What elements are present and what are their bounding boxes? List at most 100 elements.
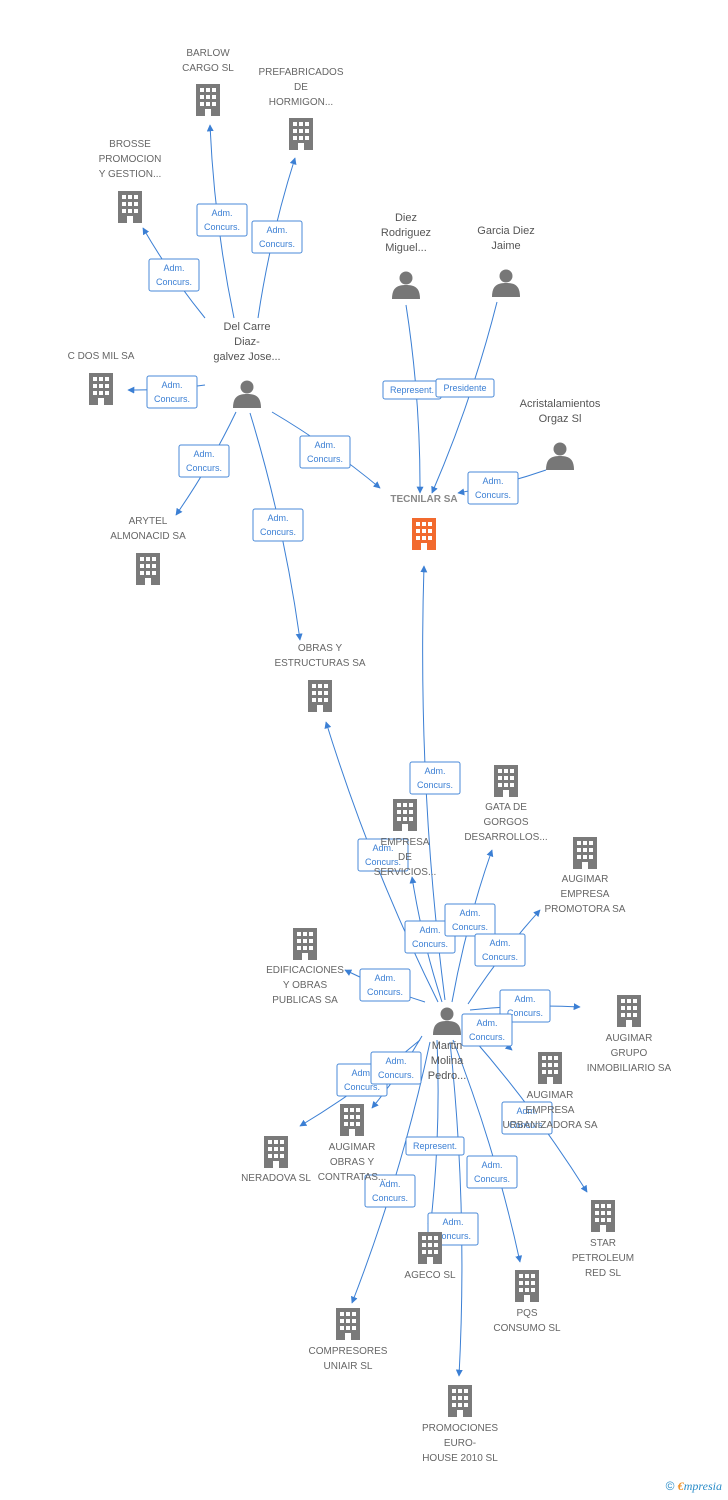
person-node-martin[interactable]: MartinMolinaPedro... [428,1007,467,1083]
edge-label-diez-to-tecnilar[interactable]: Represent. [382,380,442,400]
edge-label-delcarre-to-obras[interactable]: Adm.Concurs. [252,508,304,542]
edge-label-box [461,1013,513,1047]
company-label: DE [398,852,412,863]
building-icon [418,1232,442,1264]
edge-label-martin-to-edificaciones[interactable]: Adm.Concurs. [359,968,411,1002]
edge-label-martin-to-empresa_serv[interactable]: Adm.Concurs. [404,920,456,954]
edges-layer [127,124,588,1377]
edge-label-box [404,920,456,954]
company-label: PROMOCIONES [422,1423,498,1434]
edge-label-text: Concurs. [186,463,222,473]
building-icon [293,928,317,960]
edge-label-box [370,1051,422,1085]
company-label: RED SL [585,1268,622,1279]
company-label: CARGO SL [182,63,234,74]
company-node-gata[interactable]: GATA DEGORGOSDESARROLLOS... [464,765,548,843]
edge-label-text: Adm. [163,263,184,273]
company-label: EMPRESA [381,837,430,848]
edge-label-text: Concurs. [435,1231,471,1241]
company-node-cdosmil[interactable]: C DOS MIL SA [68,351,135,405]
edge-label-text: Concurs. [482,952,518,962]
company-node-arytel[interactable]: ARYTEL ALMONACID SA [110,516,186,585]
edge-label-text: Concurs. [474,1174,510,1184]
person-icon [392,271,420,299]
company-label: BROSSE [109,139,151,150]
company-label: PETROLEUM [572,1253,634,1264]
edge-label-text: Concurs. [204,222,240,232]
person-label: Miguel... [385,242,427,254]
edge-label-text: Adm. [314,440,335,450]
company-label: ESTRUCTURAS SA [274,658,365,669]
company-node-ageco[interactable]: AGECO SL [404,1232,456,1281]
edge-label-garcia-to-tecnilar[interactable]: Presidente [435,378,495,398]
edge-label-text: Presidente [443,383,486,393]
edge-label-box [148,258,200,292]
edge-label-delcarre-to-tecnilar[interactable]: Adm.Concurs. [299,435,351,469]
edge-label-martin-to-augimar_emp[interactable]: Adm.Concurs. [474,933,526,967]
edge-label-martin-to-star[interactable]: Adm.Concurs. [501,1101,553,1135]
edge-label-text: Concurs. [509,1120,545,1130]
person-label: galvez Jose... [213,351,280,363]
edge-label-box [357,838,409,872]
company-node-tecnilar[interactable]: TECNILAR SA [390,494,458,550]
edge-label-text: Concurs. [367,987,403,997]
edge-label-text: Concurs. [412,939,448,949]
edge-label-martin-to-tecnilar[interactable]: Adm.Concurs. [409,761,461,795]
company-node-empresa_serv[interactable]: EMPRESADESERVICIOS... [374,799,437,878]
edge-label-delcarre-to-arytel[interactable]: Adm.Concurs. [178,444,230,478]
edge-label-martin-to-compresores[interactable]: Adm.Concurs. [364,1174,416,1208]
edge-label-text: Concurs. [475,490,511,500]
edge-label-martin-to-augimar_obras[interactable]: Adm.Concurs. [370,1051,422,1085]
edge-label-acrist-to-tecnilar[interactable]: Adm.Concurs. [467,471,519,505]
person-icon [492,269,520,297]
edge-label-box [359,968,411,1002]
edge-label-martin-to-ageco[interactable]: Represent. [405,1136,465,1156]
company-label: PROMOCION [99,154,162,165]
edge-label-text: Concurs. [156,277,192,287]
building-icon [393,799,417,831]
edge-label-martin-to-gata[interactable]: Adm.Concurs. [444,903,496,937]
company-label: TECNILAR SA [390,494,457,505]
edge-martin-to-compresores [351,1041,431,1304]
company-label: ALMONACID SA [110,531,186,542]
company-label: EURO- [444,1438,476,1449]
edge-label-delcarre-to-brosse[interactable]: Adm. Concurs. [148,258,200,292]
edge-label-martin-to-augimar_urb[interactable]: Adm.Concurs. [461,1013,513,1047]
company-label: ARYTEL [129,516,168,527]
building-icon [264,1136,288,1168]
company-node-neradova[interactable]: NERADOVA SL [241,1136,311,1184]
edge-label-delcarre-to-barlow[interactable]: Adm.Concurs. [196,203,248,237]
edge-label-martin-to-obras[interactable]: Adm.Concurs. [357,838,409,872]
edge-label-martin-to-pqs[interactable]: Adm.Concurs. [466,1155,518,1189]
edge-label-text: Represent. [413,1141,457,1151]
edge-label-text: Adm. [442,1217,463,1227]
edge-label-text: Adm. [385,1056,406,1066]
person-icon [546,442,574,470]
person-node-diez[interactable]: DiezRodriguezMiguel... [381,212,431,299]
edge-label-martin-to-augimar_grupo[interactable]: Adm.Concurs. [499,989,551,1023]
edge-label-delcarre-to-cdosmil[interactable]: Adm.Concurs. [146,375,198,409]
person-label: Del Carre [223,321,270,333]
edge-label-delcarre-to-prefab[interactable]: Adm.Concurs. [251,220,303,254]
company-label: AUGIMAR [606,1033,653,1044]
person-icon [233,380,261,408]
company-label: PQS [516,1308,537,1319]
building-icon [89,373,113,405]
company-node-prefab[interactable]: PREFABRICADOSDEHORMIGON... [258,67,344,150]
